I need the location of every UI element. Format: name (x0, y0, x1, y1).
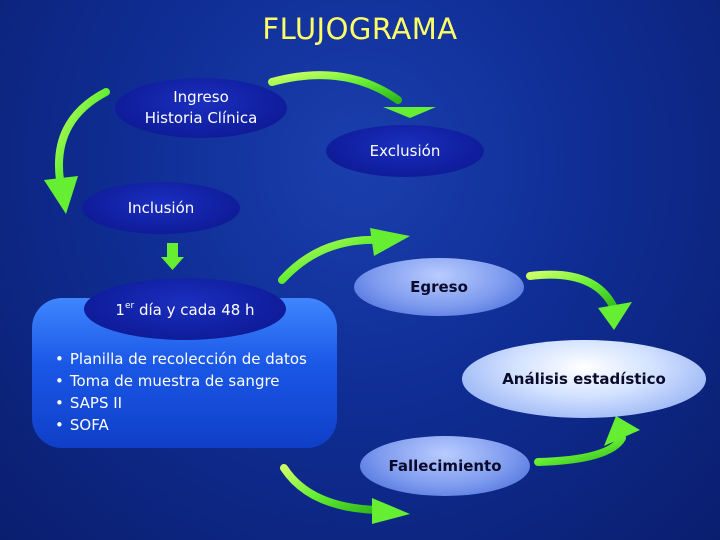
procedure-item: SAPS II (55, 392, 307, 414)
procedure-item: Planilla de recolección de datos (55, 348, 307, 370)
node-primer-dia: 1er día y cada 48 h (84, 278, 286, 340)
arrow-fallecimiento-analisis (534, 416, 640, 466)
node-primer-dia-sup: er (124, 301, 135, 311)
node-ingreso: Ingreso Historia Clínica (115, 78, 287, 138)
arrow-egreso-analisis (526, 270, 632, 330)
node-analisis: Análisis estadístico (462, 340, 706, 418)
node-inclusion-label: Inclusión (127, 198, 195, 217)
arrow-dia-fallecimiento (280, 464, 410, 524)
node-fallecimiento-label: Fallecimiento (388, 456, 502, 475)
arrow-ingreso-exclusion (268, 71, 436, 118)
node-ingreso-line1: Ingreso (173, 88, 229, 106)
procedure-item: SOFA (55, 414, 307, 436)
node-exclusion-label: Exclusión (369, 141, 441, 160)
procedures-list: Planilla de recolección de datos Toma de… (55, 348, 307, 436)
node-primer-dia-label: 1er día y cada 48 h (115, 297, 254, 321)
node-analisis-label: Análisis estadístico (502, 369, 666, 388)
node-egreso-label: Egreso (410, 277, 468, 296)
node-exclusion: Exclusión (326, 125, 484, 177)
slide-title: FLUJOGRAMA (262, 12, 458, 46)
procedure-item: Toma de muestra de sangre (55, 370, 307, 392)
node-primer-dia-rest: día y cada 48 h (134, 301, 255, 319)
arrow-ingreso-inclusion (44, 88, 110, 214)
node-inclusion: Inclusión (82, 182, 240, 234)
node-fallecimiento: Fallecimiento (360, 436, 530, 496)
arrow-dia-egreso (278, 228, 410, 284)
node-primer-dia-num: 1 (115, 301, 125, 319)
node-ingreso-line2: Historia Clínica (144, 109, 258, 127)
arrow-inclusion-dia (161, 243, 184, 270)
node-egreso: Egreso (354, 258, 524, 316)
